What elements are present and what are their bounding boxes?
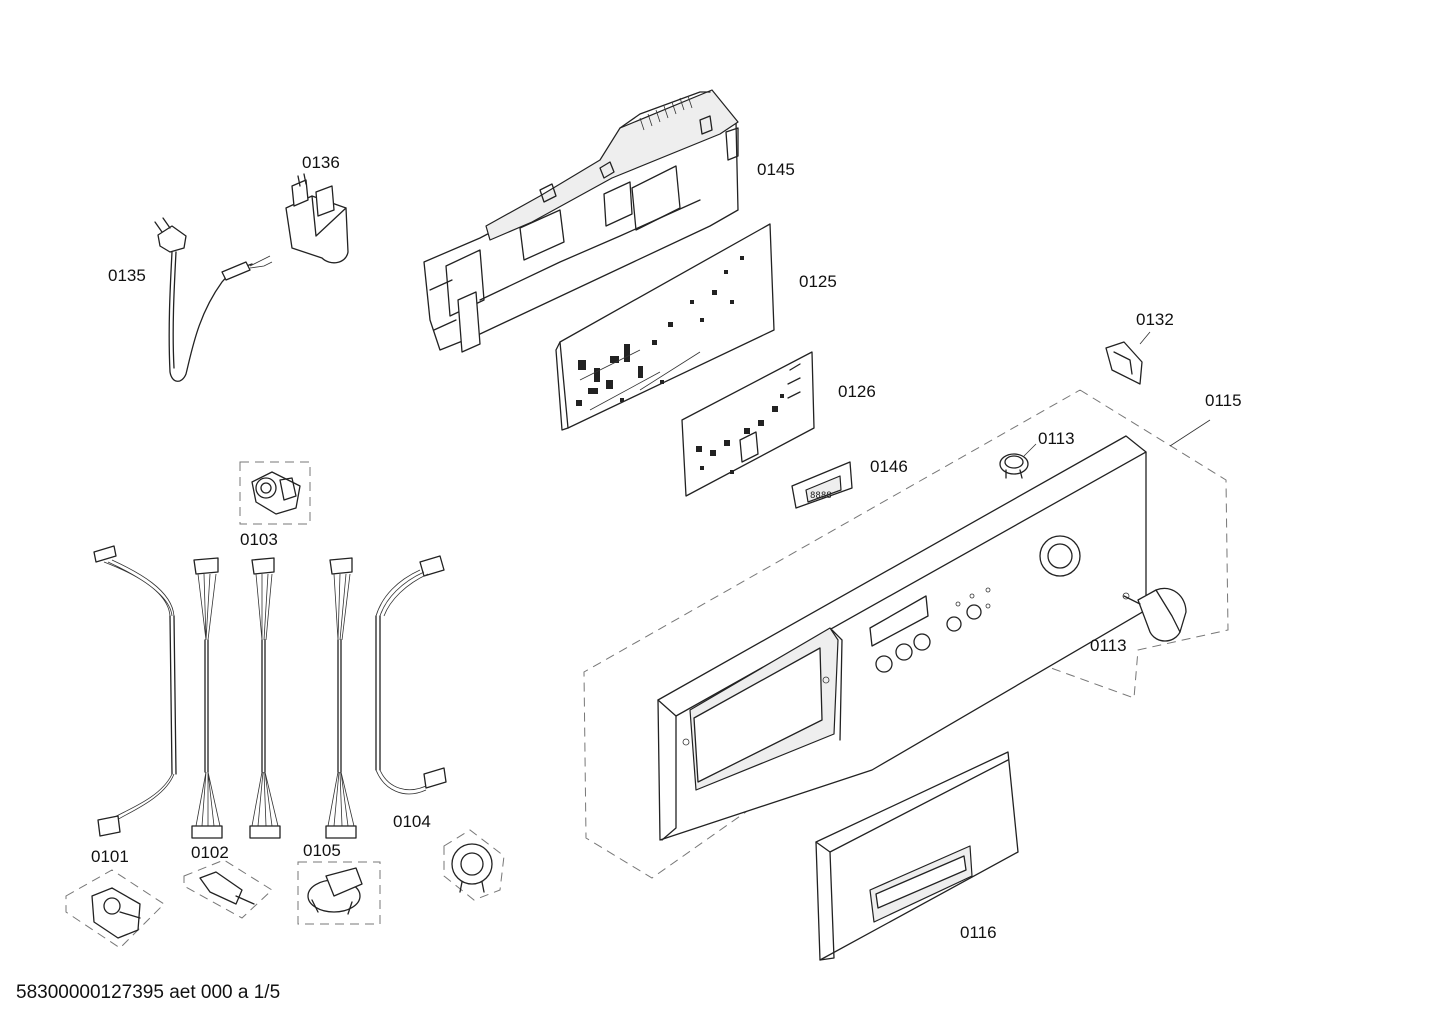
leader-0113 bbox=[1023, 443, 1037, 457]
part-pressure-switch bbox=[443, 829, 505, 901]
part-0146-display-module: 8888 bbox=[791, 461, 853, 509]
part-bottom-valve bbox=[65, 869, 165, 949]
part-0105-component bbox=[297, 861, 381, 925]
part-0145-module-housing bbox=[423, 89, 739, 353]
label-0113-lower: 0113 bbox=[1090, 636, 1127, 655]
part-fascia-panel bbox=[657, 435, 1147, 841]
part-0126-display-pcb bbox=[681, 351, 815, 497]
label-0116: 0116 bbox=[960, 923, 997, 942]
label-0145: 0145 bbox=[757, 160, 795, 179]
part-harness-middle bbox=[249, 557, 281, 839]
label-0102: 0102 bbox=[191, 843, 229, 862]
part-0105-harness bbox=[325, 557, 357, 839]
label-0126: 0126 bbox=[838, 382, 876, 401]
part-0125-main-pcb bbox=[555, 223, 775, 431]
label-0113-upper: 0113 bbox=[1038, 429, 1075, 448]
label-0125: 0125 bbox=[799, 272, 837, 291]
leader-0115 bbox=[1169, 419, 1211, 447]
part-0116-drawer-handle bbox=[815, 751, 1019, 961]
part-0136-filter-capacitor bbox=[285, 173, 349, 264]
label-0115: 0115 bbox=[1205, 391, 1242, 410]
label-0135: 0135 bbox=[108, 266, 146, 285]
label-0136: 0136 bbox=[302, 153, 340, 172]
part-0104-harness bbox=[375, 555, 447, 795]
label-0101: 0101 bbox=[91, 847, 129, 866]
part-0135-power-cord bbox=[154, 217, 273, 382]
part-0113-knob-lower bbox=[1122, 587, 1187, 642]
part-0101-harness bbox=[93, 545, 177, 837]
svg-text:8888: 8888 bbox=[810, 491, 832, 501]
part-0132-bracket bbox=[1105, 341, 1143, 385]
label-0104: 0104 bbox=[393, 812, 431, 831]
document-footer: 58300000127395 aet 000 a 1/5 bbox=[16, 982, 280, 1003]
part-0113-knob-upper bbox=[999, 453, 1029, 479]
label-0105: 0105 bbox=[303, 841, 341, 860]
part-bottom-sensor bbox=[183, 859, 273, 919]
part-0103-component bbox=[239, 461, 311, 525]
leader-0132 bbox=[1139, 331, 1151, 345]
label-0146: 0146 bbox=[870, 457, 908, 476]
label-0132: 0132 bbox=[1136, 310, 1174, 329]
part-0102-harness bbox=[191, 557, 223, 839]
label-0103: 0103 bbox=[240, 530, 278, 549]
